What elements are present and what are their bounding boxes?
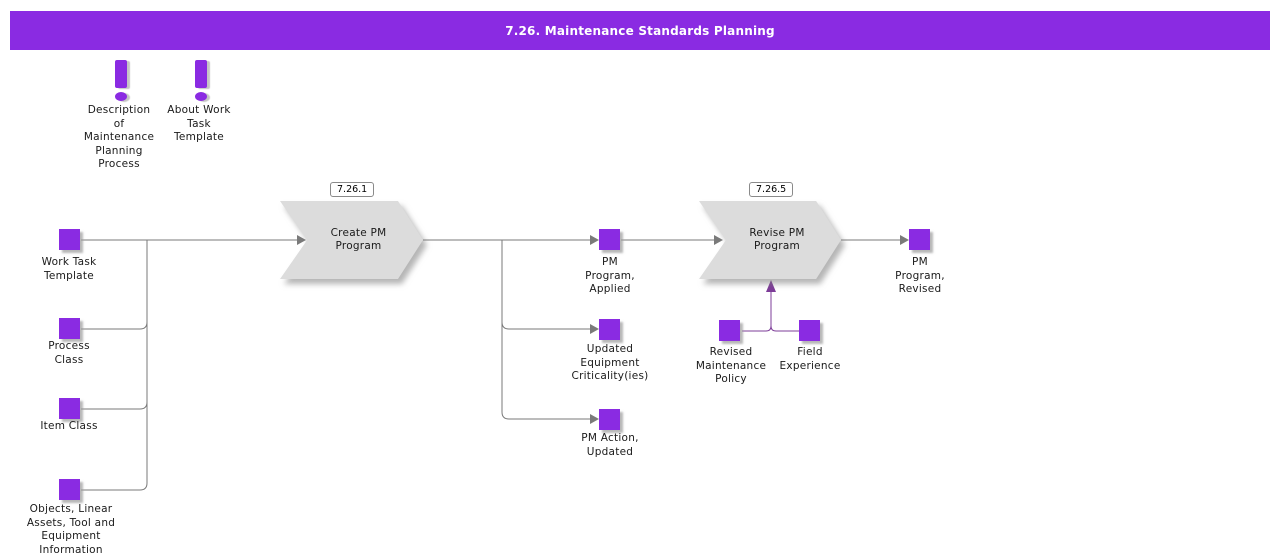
output-node-updated-equipment-criticality[interactable] (599, 319, 620, 340)
exclamation-bar (115, 60, 127, 88)
gray-connectors (81, 239, 900, 491)
process-step-revise-pm-program[interactable]: Revise PM Program (699, 201, 841, 279)
purple-arrowhead (766, 280, 776, 292)
process-tag-revise-pm[interactable]: 7.26.5 (749, 182, 794, 197)
input-node-item-class[interactable] (59, 398, 80, 419)
input-node-objects[interactable] (59, 479, 80, 500)
exclamation-icon[interactable] (115, 60, 131, 102)
process-label-create-pm: Create PM Program (330, 226, 387, 253)
note-label-description: Description of Maintenance Planning Proc… (83, 104, 155, 170)
page-title: 7.26. Maintenance Standards Planning (10, 11, 1270, 50)
input-label-item-class: Item Class (40, 420, 98, 432)
input-node-field-experience[interactable] (799, 320, 820, 341)
input-label-field-experience: Field Experience (779, 346, 841, 372)
output-label-pm-program-applied: PM Program, Applied (585, 256, 635, 295)
note-label-about: About Work Task Template (167, 104, 231, 143)
exclamation-icon[interactable] (195, 60, 211, 102)
input-label-objects: Objects, Linear Assets, Tool and Equipme… (26, 503, 116, 556)
input-node-work-task-template[interactable] (59, 229, 80, 250)
process-step-create-pm-program[interactable]: Create PM Program (280, 201, 423, 279)
process-tag-create-pm[interactable]: 7.26.1 (330, 182, 375, 197)
output-label-pm-program-revised: PM Program, Revised (895, 256, 945, 295)
output-label-updated-equipment-criticality: Updated Equipment Criticality(ies) (571, 343, 649, 382)
output-node-pm-action-updated[interactable] (599, 409, 620, 430)
output-label-pm-action-updated: PM Action, Updated (581, 432, 639, 458)
input-node-process-class[interactable] (59, 318, 80, 339)
input-label-process-class: Process Class (48, 340, 90, 366)
process-label-revise-pm: Revise PM Program (749, 226, 805, 253)
input-node-revised-maintenance-policy[interactable] (719, 320, 740, 341)
exclamation-dot (115, 92, 127, 101)
output-node-pm-program-applied[interactable] (599, 229, 620, 250)
gray-arrowheads (297, 235, 909, 424)
output-node-pm-program-revised[interactable] (909, 229, 930, 250)
purple-connectors (742, 292, 799, 332)
input-label-work-task-template: Work Task Template (41, 256, 97, 282)
input-label-revised-maintenance-policy: Revised Maintenance Policy (695, 346, 767, 385)
exclamation-dot (195, 92, 207, 101)
exclamation-bar (195, 60, 207, 88)
